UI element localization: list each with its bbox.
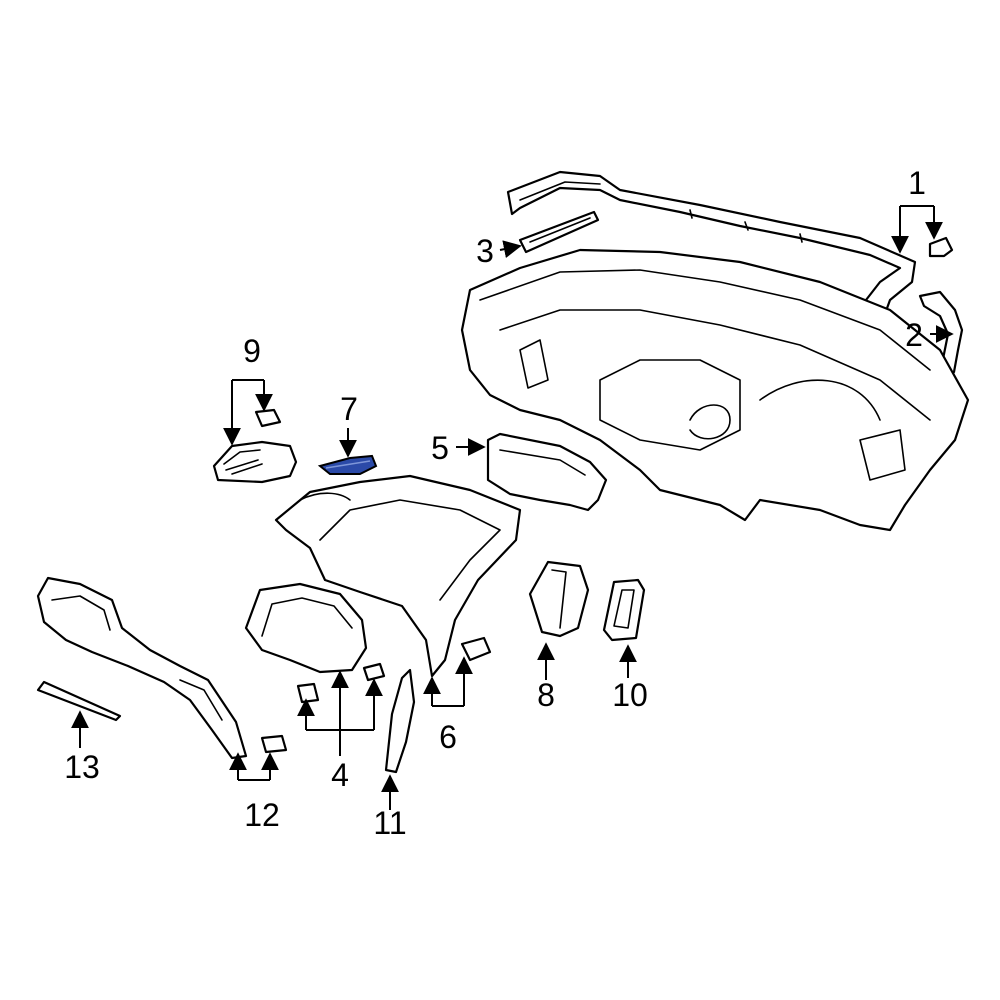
leader-lines <box>71 205 954 810</box>
cluster-hood-panel <box>274 474 522 678</box>
part-4-clip-right[interactable] <box>362 662 386 682</box>
callout-8: 8 <box>537 677 555 713</box>
part-1-clip[interactable] <box>928 236 954 258</box>
callout-6: 6 <box>439 719 457 755</box>
part-9-clip[interactable] <box>254 408 282 428</box>
part-9-air-vent[interactable] <box>212 440 298 484</box>
callout-2: 2 <box>905 317 923 353</box>
callout-13: 13 <box>64 749 100 785</box>
part-3-defrost-strip[interactable] <box>518 210 600 254</box>
callout-11: 11 <box>373 805 406 841</box>
part-6-clip[interactable] <box>460 636 492 662</box>
callout-10: 10 <box>612 677 648 713</box>
callout-3: 3 <box>476 233 494 269</box>
part-10-bezel-trim[interactable] <box>602 578 646 642</box>
part-4-gauge-cluster[interactable] <box>244 582 368 674</box>
callout-4: 4 <box>331 757 349 793</box>
callout-1: 1 <box>908 165 926 201</box>
part-7-highlighted[interactable] <box>317 454 378 475</box>
part-12-lower-panel[interactable] <box>36 576 248 760</box>
part-8-switch-module[interactable] <box>528 560 590 638</box>
callout-9: 9 <box>243 333 261 369</box>
callout-7: 7 <box>340 391 358 427</box>
callout-labels: 1 2 3 4 5 6 7 8 9 10 11 12 13 <box>64 165 926 841</box>
part-4-clip-left[interactable] <box>296 682 320 704</box>
part-13-rod[interactable] <box>36 680 122 722</box>
instrument-panel-frame <box>460 248 970 532</box>
callout-12: 12 <box>244 797 280 833</box>
part-11-side-trim[interactable] <box>384 668 416 774</box>
part-5-cluster-housing[interactable] <box>486 432 608 512</box>
callout-5: 5 <box>431 430 449 466</box>
part-12-clip[interactable] <box>260 734 288 754</box>
